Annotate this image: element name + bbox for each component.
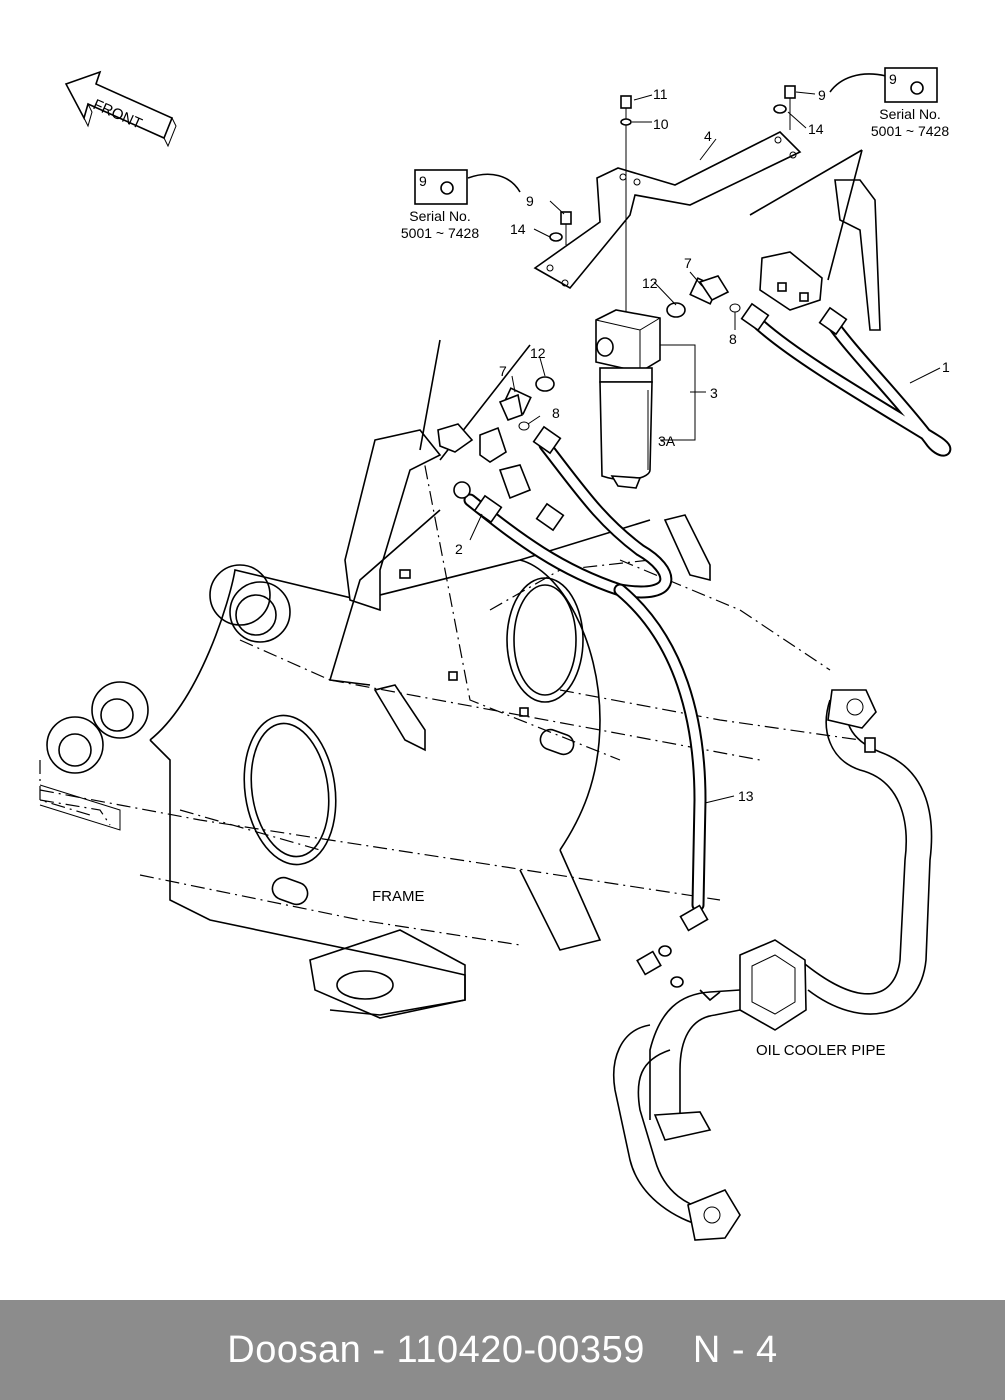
hydraulic-oil-filter-diagram: FRONT — [39, 67, 952, 1241]
callout-14-right: 14 — [808, 121, 824, 137]
serial-right-title: Serial No. — [879, 106, 940, 122]
mounting-plate — [533, 131, 802, 290]
callout-9-left: 9 — [526, 193, 534, 209]
serial-left-part: 9 — [419, 173, 427, 189]
callout-13: 13 — [738, 788, 754, 804]
hoses — [463, 313, 952, 912]
serial-inset-right: 9 Serial No. 5001 ~ 7428 — [871, 67, 949, 139]
serial-right-part: 9 — [889, 71, 897, 87]
callout-3: 3 — [710, 385, 718, 401]
callouts: 1 2 3 3A 4 7 7 8 8 9 9 10 11 12 12 13 14… — [455, 86, 950, 804]
callout-12-lower: 12 — [530, 345, 546, 361]
page-reference: N - 4 — [692, 1328, 778, 1371]
callout-2: 2 — [455, 541, 463, 557]
footer-bar: Doosan - 110420-00359 N - 4 — [0, 1300, 1005, 1400]
callout-4: 4 — [704, 128, 712, 144]
fittings — [437, 251, 848, 988]
callout-9-right: 9 — [818, 87, 826, 103]
frame-label: FRAME — [372, 888, 425, 905]
serial-inset-left: 9 Serial No. 5001 ~ 7428 — [401, 169, 479, 241]
callout-1: 1 — [942, 359, 950, 375]
serial-left-range: 5001 ~ 7428 — [401, 225, 479, 241]
bolts — [399, 85, 796, 579]
callout-7-lower: 7 — [499, 363, 507, 379]
frame-structure — [39, 439, 861, 1019]
part-reference: Doosan - 110420-00359 — [227, 1328, 645, 1371]
callout-14-left: 14 — [510, 221, 526, 237]
front-arrow: FRONT — [64, 70, 177, 148]
oil-cooler-pipe-label: OIL COOLER PIPE — [756, 1042, 886, 1059]
callout-3a: 3A — [658, 433, 676, 449]
callout-12-upper: 12 — [642, 275, 658, 291]
oil-filter — [595, 309, 661, 489]
leader-lines — [467, 73, 941, 804]
callout-8-lower: 8 — [552, 405, 560, 421]
serial-right-range: 5001 ~ 7428 — [871, 123, 949, 139]
callout-10: 10 — [653, 116, 669, 132]
callout-11: 11 — [653, 86, 668, 102]
callout-8-upper: 8 — [729, 331, 737, 347]
callout-7-upper: 7 — [684, 255, 692, 271]
serial-left-title: Serial No. — [409, 208, 470, 224]
oil-cooler-pipe — [613, 689, 933, 1241]
